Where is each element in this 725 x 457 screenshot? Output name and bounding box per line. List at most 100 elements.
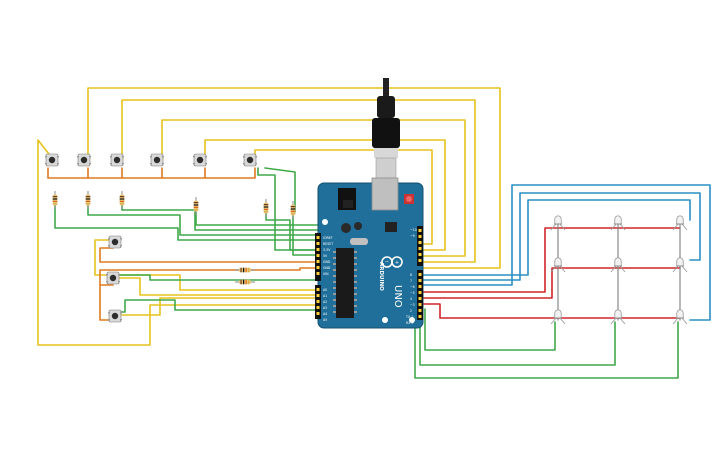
wire-yellow-4 [204, 139, 446, 251]
wire-orange-7 [99, 284, 114, 321]
svg-text:−: − [385, 260, 389, 266]
pin-label: A5 [323, 318, 327, 322]
pin-label: A1 [323, 294, 327, 298]
wire-green-3 [121, 204, 319, 231]
audio-jack[interactable] [372, 78, 400, 181]
wire-green-10 [112, 299, 319, 313]
pin-label: A3 [323, 306, 327, 310]
led[interactable] [610, 257, 626, 273]
pushbutton[interactable] [45, 153, 59, 167]
wires [37, 87, 711, 379]
orange-wires [47, 167, 319, 321]
wire-yellow-1 [87, 87, 501, 269]
resistor[interactable] [263, 199, 269, 217]
wire-orange-6 [99, 247, 319, 263]
wire-green-13 [424, 308, 556, 351]
wire-blue-2 [414, 192, 701, 281]
pushbuttons [45, 153, 257, 323]
board-model-label: UNO [392, 285, 403, 308]
reset-button-cap [406, 196, 412, 202]
pin-label: 4 [410, 297, 412, 301]
led[interactable] [550, 309, 566, 325]
pin-label: 7 [410, 279, 412, 283]
led[interactable] [550, 257, 566, 273]
audio-jack-collar [377, 96, 395, 118]
resistor[interactable] [193, 197, 199, 215]
led[interactable] [550, 215, 566, 231]
pin-label: GND [323, 266, 331, 270]
arduino-uno-board[interactable]: − + ARDUINO UNO ~10 ~9 8 7 ~6 ~5 4 ~3 2 … [315, 177, 424, 329]
audio-jack-plug [374, 148, 398, 158]
capacitor [341, 223, 351, 233]
led[interactable] [610, 309, 626, 325]
usb-chip [385, 222, 397, 232]
resistor[interactable] [85, 191, 91, 209]
svg-text:+: + [395, 260, 399, 266]
resistor[interactable] [235, 267, 255, 273]
resistors [52, 191, 296, 285]
wire-green-6 [292, 211, 319, 256]
pushbutton[interactable] [108, 309, 122, 323]
wire-yellow-9 [112, 277, 319, 296]
wire-yellow-3 [161, 119, 466, 257]
pin-label: RX 0 [406, 321, 413, 325]
resistor[interactable] [290, 201, 296, 219]
crystal [350, 238, 368, 245]
pushbutton[interactable] [110, 153, 124, 167]
pushbutton[interactable] [108, 235, 122, 249]
wire-green-11 [414, 314, 679, 379]
board-brand-label: ARDUINO [378, 262, 384, 291]
power-pin-labels: IOREF RESET 3.3V 5V GND GND VIN [323, 236, 333, 276]
pushbutton[interactable] [243, 153, 257, 167]
wire-orange-8 [99, 267, 319, 286]
pushbutton[interactable] [106, 271, 120, 285]
led[interactable] [672, 215, 688, 231]
digital-header-low [417, 270, 423, 320]
pin-label: ~6 [410, 285, 415, 289]
arduino-logo-icon: − + [381, 256, 403, 268]
pushbutton[interactable] [193, 153, 207, 167]
led[interactable] [672, 257, 688, 273]
resistor[interactable] [119, 191, 125, 209]
pin-label: RESET [323, 242, 333, 246]
voltage-regulator [343, 200, 353, 208]
audio-jack-tip [383, 78, 389, 96]
audio-jack-body [372, 118, 400, 148]
mounting-hole [409, 317, 415, 323]
pushbutton[interactable] [150, 153, 164, 167]
led[interactable] [610, 215, 626, 231]
wire-yellow-7 [94, 239, 319, 291]
wire-green-7 [257, 167, 319, 251]
wire-yellow-8 [112, 297, 319, 316]
pin-label: ~5 [410, 291, 415, 295]
resistor[interactable] [235, 279, 255, 285]
pin-label: A2 [323, 300, 327, 304]
wire-red-1 [414, 227, 681, 293]
wire-green-9 [112, 274, 319, 281]
digital-header-high [417, 226, 423, 266]
pin-label: VIN [323, 272, 329, 276]
pin-label: A4 [323, 312, 327, 316]
pin-label: ~3 [410, 303, 415, 307]
wire-red-2 [414, 267, 681, 299]
pin-label: GND [323, 260, 331, 264]
audio-jack-cable [375, 157, 397, 181]
led[interactable] [672, 309, 688, 325]
pin-label: 2 [410, 309, 412, 313]
pin-label: ~10 [410, 228, 417, 232]
pin-label: 5V [323, 254, 328, 258]
green-wires [54, 167, 679, 379]
blue-wires [414, 184, 711, 321]
atmega-chip [336, 248, 354, 318]
led-matrix [550, 215, 688, 325]
pushbutton[interactable] [77, 153, 91, 167]
capacitor [354, 222, 362, 230]
pin-label: 3.3V [323, 248, 331, 252]
pin-label: IOREF [323, 236, 333, 240]
wire-green-4 [195, 211, 319, 226]
wire-green-2 [87, 204, 319, 236]
resistor[interactable] [52, 191, 58, 209]
digital-pin-labels: ~10 ~9 8 7 ~6 ~5 4 ~3 2 TX 1 RX 0 [405, 228, 417, 325]
wire-green-8 [264, 167, 296, 213]
